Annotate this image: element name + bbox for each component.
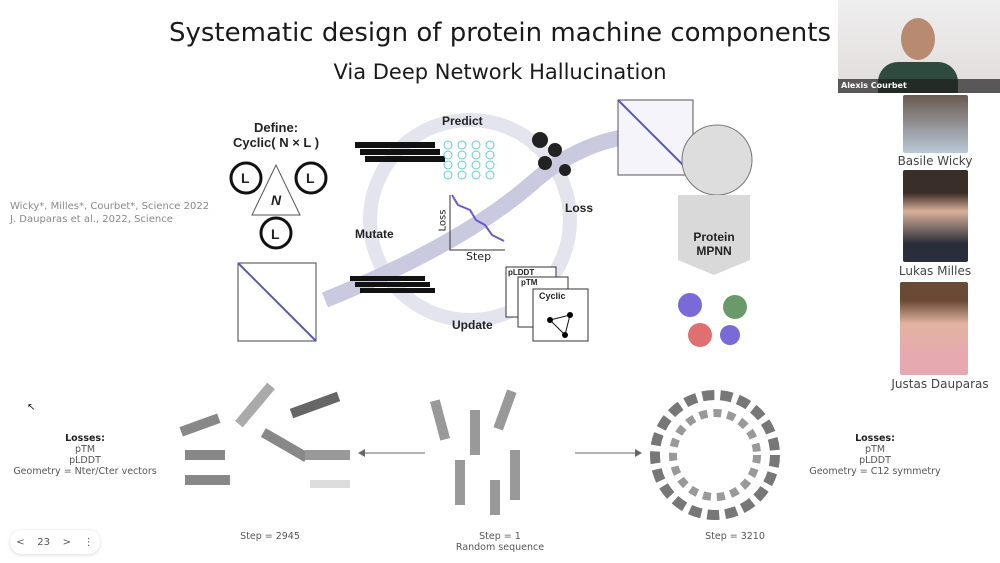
- node-label: L: [241, 170, 250, 186]
- plddt-card-label: pLDDT: [508, 268, 535, 277]
- step-center-line: Random sequence: [455, 542, 545, 553]
- loss-item: Geometry = Nter/Cter vectors: [13, 466, 157, 477]
- step-left-label: Step = 2945: [240, 531, 300, 542]
- define-text: Define:: [253, 120, 299, 135]
- left-losses: Losses: pTM pLDDT Geometry = Nter/Cter v…: [10, 433, 160, 477]
- protein-mpnn-box: [678, 195, 750, 275]
- loss-item: pTM: [74, 444, 96, 455]
- update-label: Update: [452, 318, 493, 332]
- hallucination-cycle-diagram: [229, 99, 753, 347]
- speaker-video-tile[interactable]: Alexis Courbet: [838, 0, 1000, 93]
- losses-heading: Losses:: [65, 433, 105, 444]
- node-circle: [229, 161, 263, 195]
- loss-item: pLDDT: [69, 455, 101, 466]
- speaker-name: Alexis Courbet: [838, 79, 1000, 93]
- participant-photo-basile: [903, 95, 968, 153]
- step-right-label: Step = 3210: [705, 531, 765, 542]
- citation-line: J. Dauparas et al., 2022, Science: [10, 214, 173, 225]
- slide-navigation: < 23 > ⋮: [10, 530, 100, 554]
- backbone-structure-icon: [681, 124, 753, 196]
- node-circle: [259, 216, 293, 250]
- loss-item: pLDDT: [859, 455, 891, 466]
- mouse-cursor-icon: ↖: [27, 402, 36, 413]
- node-circle: [294, 161, 328, 195]
- step-3210-ring: [650, 390, 780, 520]
- participant-photo-lukas: [903, 170, 968, 262]
- citation-line: Wicky*, Milles*, Courbet*, Science 2022: [10, 201, 210, 212]
- step-center-label: Step = 1 Random sequence: [450, 531, 550, 553]
- participant-name: Basile Wicky: [897, 154, 973, 168]
- loss-label: Loss: [565, 201, 594, 215]
- node-label: L: [306, 170, 315, 186]
- cycle-ring: [363, 113, 577, 327]
- cyclic-text: Cyclic( N × L ): [232, 135, 320, 150]
- step-center-line: Step = 1: [479, 531, 521, 542]
- triangle: [251, 163, 301, 216]
- mpnn-line: Protein: [693, 230, 735, 244]
- node-label: L: [271, 226, 280, 242]
- loss-axis-label: Loss: [437, 209, 449, 232]
- citation: Wicky*, Milles*, Courbet*, Science 2022 …: [10, 200, 209, 226]
- right-losses: Losses: pTM pLDDT Geometry = C12 symmetr…: [800, 433, 950, 477]
- ptm-card-label: pTM: [521, 278, 538, 287]
- step-1-structure: [429, 389, 520, 515]
- slide-subtitle: Via Deep Network Hallucination: [333, 60, 667, 84]
- loss-item: Geometry = C12 symmetry: [809, 466, 941, 477]
- define-label: Define: Cyclic( N × L ): [226, 120, 326, 150]
- big-arrow: [321, 127, 641, 308]
- speaker-face: [901, 18, 935, 60]
- structures-row: [179, 382, 780, 520]
- more-options-icon[interactable]: ⋮: [83, 536, 94, 548]
- participant-name: Lukas Milles: [898, 264, 972, 278]
- losses-heading: Losses:: [855, 433, 895, 444]
- slide-title: Systematic design of protein machine com…: [168, 18, 832, 48]
- mutate-label: Mutate: [355, 227, 394, 241]
- designed-structure-icon: [678, 293, 747, 347]
- cyclic-card-label: Cyclic: [539, 291, 566, 301]
- protein-mpnn-label: Protein MPNN: [678, 230, 750, 258]
- node-label: N: [271, 192, 282, 208]
- neural-network-icon: [443, 140, 495, 180]
- participant-name: Justas Dauparas: [891, 377, 989, 391]
- page-number: 23: [37, 536, 51, 548]
- loss-curve: [451, 194, 505, 242]
- predict-label: Predict: [442, 114, 483, 128]
- step-2945-structure: [179, 382, 350, 488]
- predicted-structure-icon: [532, 132, 571, 176]
- loss-item: pTM: [864, 444, 886, 455]
- prev-slide-button[interactable]: <: [16, 536, 25, 548]
- next-slide-button[interactable]: >: [62, 536, 72, 548]
- step-axis-label: Step: [466, 250, 492, 263]
- participant-photo-justas: [900, 282, 968, 375]
- mpnn-line: MPNN: [696, 244, 732, 258]
